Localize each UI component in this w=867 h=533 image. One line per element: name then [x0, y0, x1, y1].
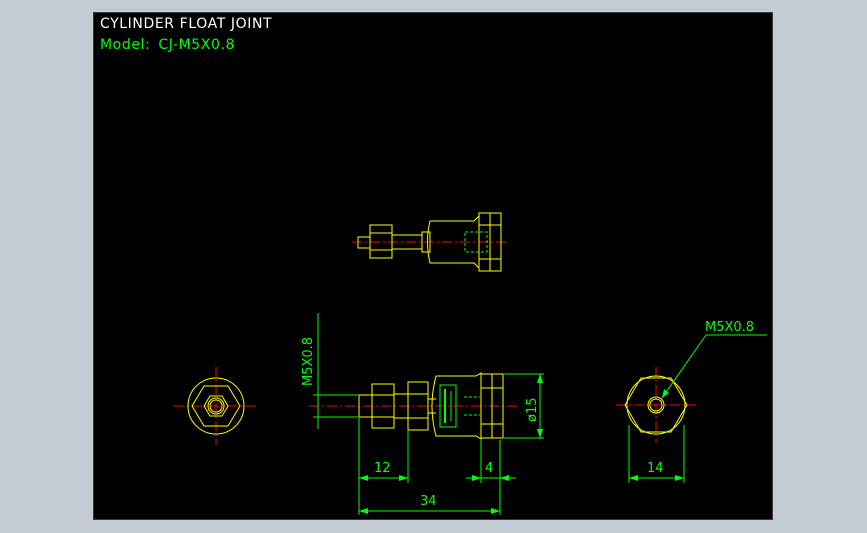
right-end-view	[616, 334, 767, 443]
right-hex-outline	[624, 377, 688, 433]
dim-hex-length: 4	[485, 461, 493, 476]
front-logo-block	[439, 384, 457, 428]
dim-diameter: ø15	[525, 398, 540, 423]
front-view	[309, 372, 519, 440]
dim-hex-width: 14	[647, 461, 664, 476]
dim-stud-length: 12	[374, 461, 391, 476]
top-body	[427, 214, 480, 270]
top-hidden-bore	[464, 231, 488, 253]
model-label: Model:	[100, 37, 151, 53]
top-view	[352, 212, 509, 272]
dim-thread-vertical: M5X0.8	[301, 337, 316, 386]
left-hex-outline	[191, 385, 241, 427]
dimensions: M5X0.8 ø15 12 4	[301, 313, 754, 515]
model-value: CJ-M5X0.8	[158, 37, 236, 53]
cad-drawing: M5X0.8 ø15 12 4	[174, 212, 767, 515]
front-nut-2	[407, 381, 429, 431]
left-end-view	[174, 367, 256, 445]
thread-leader	[661, 334, 707, 399]
dim-total-length: 34	[420, 494, 437, 509]
model-line: Model: CJ-M5X0.8	[100, 37, 243, 53]
cad-viewport[interactable]: CYLINDER FLOAT JOINT Model: CJ-M5X0.8	[93, 12, 773, 520]
dim-thread-callout: M5X0.8	[705, 320, 754, 335]
drawing-title: CYLINDER FLOAT JOINT	[100, 16, 273, 32]
